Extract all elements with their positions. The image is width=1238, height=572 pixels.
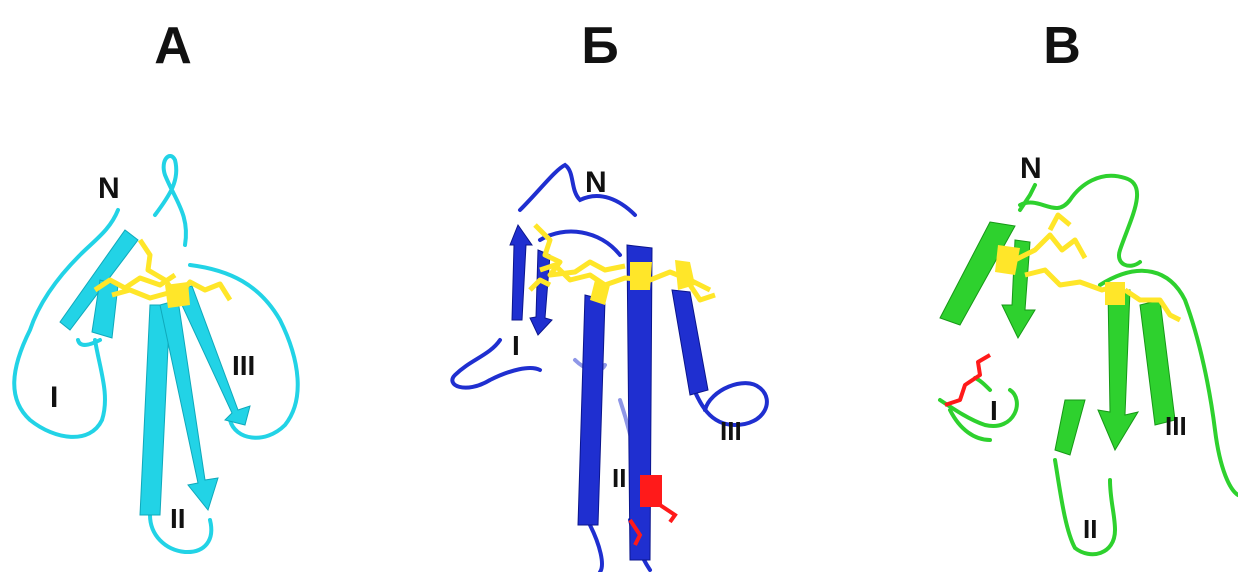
n-terminus-label: N	[1020, 152, 1042, 185]
n-terminus-label: N	[585, 166, 607, 199]
loop-iii-label: III	[1165, 411, 1187, 441]
protein-structure-b: N I II III	[390, 0, 840, 572]
strand	[530, 250, 552, 335]
loop-ii-label: II	[612, 463, 626, 493]
strand	[672, 290, 708, 395]
disulfide-node	[630, 262, 652, 290]
strand	[140, 305, 170, 515]
highlight-segment	[640, 475, 662, 507]
disulfide-node	[675, 260, 695, 290]
structure-panel-a: А N I II III	[0, 0, 390, 572]
loop-ii-label: II	[1083, 514, 1097, 544]
strand	[627, 245, 652, 560]
disulfide-node	[165, 282, 190, 308]
disulfide-node	[1105, 282, 1125, 305]
strand	[578, 295, 605, 525]
highlight-sidechains	[945, 355, 990, 405]
n-terminus-label: N	[98, 172, 120, 205]
protein-structure-a: N I II III	[0, 0, 390, 572]
loop-iii-label: III	[720, 416, 742, 446]
structure-panel-b: Б	[390, 0, 840, 572]
structure-panel-c: В N I	[840, 0, 1238, 572]
strand	[510, 225, 532, 320]
loop-i-label: I	[50, 381, 58, 414]
strand	[1098, 290, 1138, 450]
strand	[1140, 300, 1175, 425]
loop-i-label: I	[990, 395, 998, 426]
loop-i-label: I	[512, 330, 520, 361]
loop-ii-label: II	[170, 503, 186, 534]
protein-structure-c: N I II III	[840, 0, 1238, 572]
strand	[1055, 400, 1085, 455]
loop-iii-label: III	[232, 350, 255, 381]
backbone-loops	[452, 165, 767, 572]
